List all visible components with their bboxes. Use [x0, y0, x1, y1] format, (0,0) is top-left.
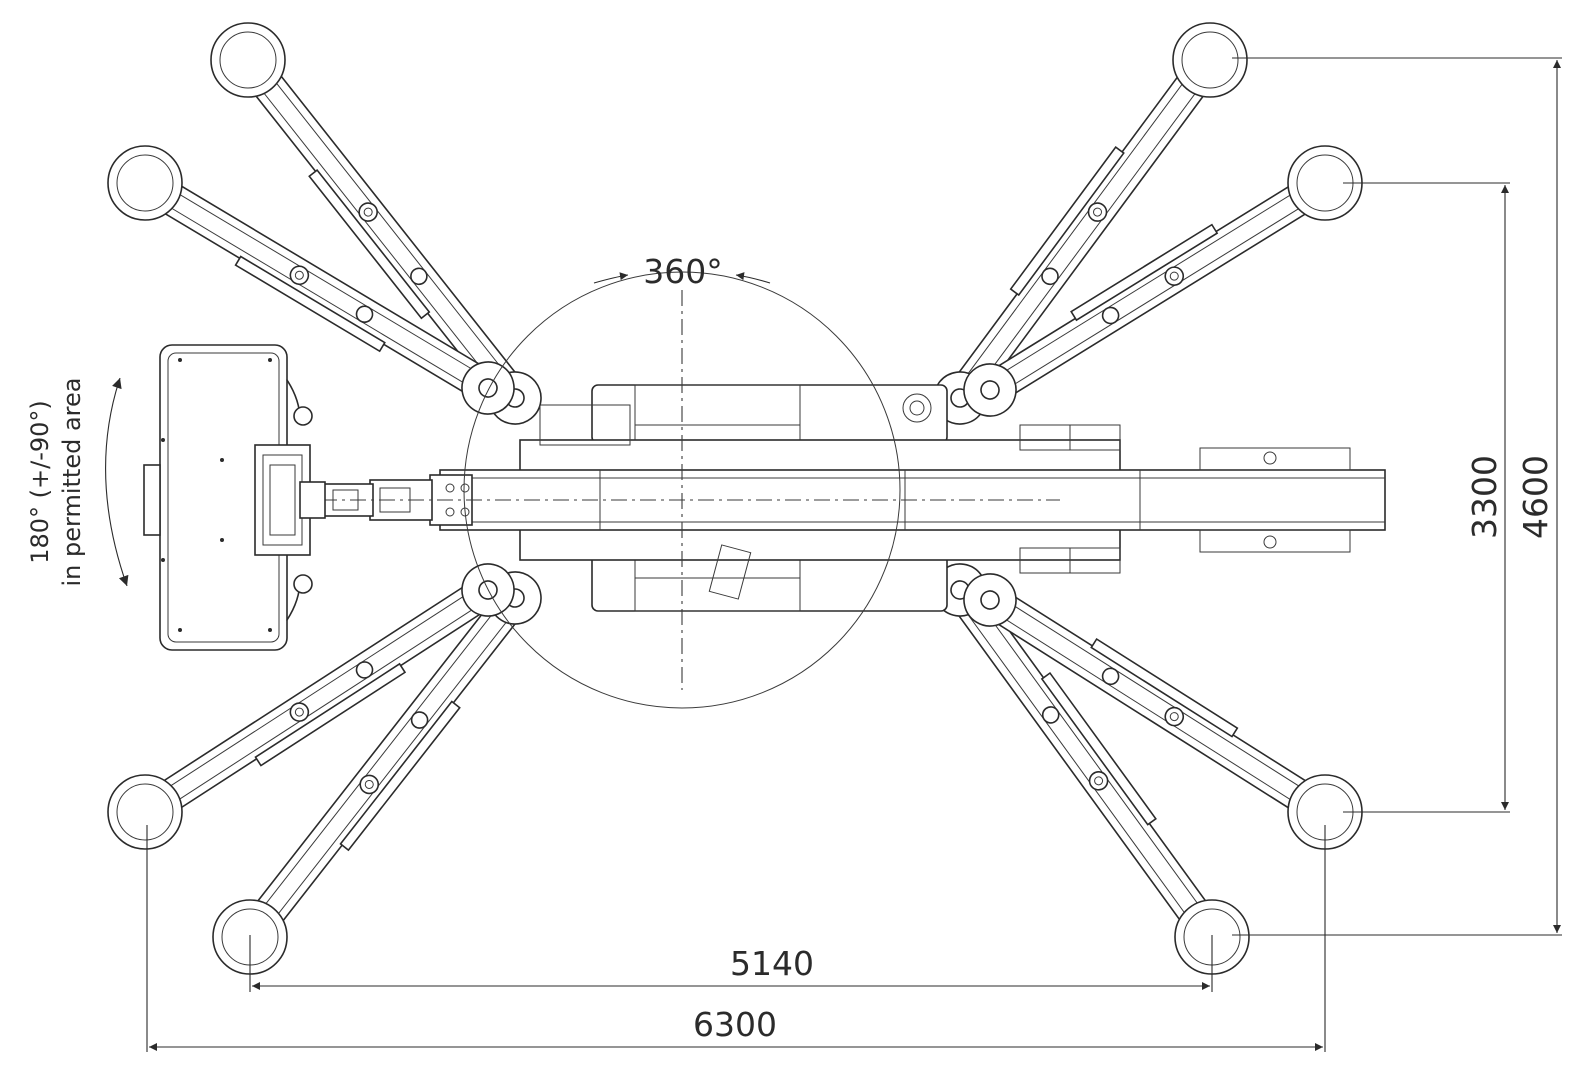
outrigger-front-left-upper — [210, 22, 542, 425]
turret-rotation-label: 360° — [643, 252, 723, 291]
outrigger-front-left-lower-pad — [107, 145, 183, 221]
outrigger-rear-right-down-2 — [963, 573, 1363, 850]
dimension-inner-width: 5140 — [730, 944, 814, 983]
dimension-outer-height: 4600 — [1516, 455, 1555, 539]
turret-rotation-indicator: 360° — [463, 252, 901, 709]
outriggers — [107, 22, 1363, 975]
dimension-inner-height: 3300 — [1465, 455, 1504, 539]
outrigger-front-left-down-1 — [212, 571, 542, 975]
platform-basket — [143, 344, 326, 651]
platform-rotation-label-2: in permitted area — [58, 378, 86, 587]
outrigger-rear-right-upper-pad — [1172, 22, 1248, 98]
svg-text:180° (+/-90°): 180° (+/-90°) — [26, 400, 54, 564]
svg-text:in permitted area: in permitted area — [58, 378, 86, 587]
outrigger-front-left-down-2-pad — [107, 774, 183, 850]
dimension-lines: 5140 6300 3300 4600 — [146, 57, 1562, 1052]
outrigger-rear-right-lower — [963, 145, 1363, 417]
outrigger-front-left-down-2 — [107, 563, 515, 850]
svg-text:4600: 4600 — [1516, 455, 1555, 539]
outrigger-front-left-upper-pad — [210, 22, 286, 98]
dimension-outer-width: 6300 — [693, 1005, 777, 1044]
telescopic-boom — [205, 447, 1386, 553]
outrigger-front-left-lower — [107, 145, 515, 415]
platform-rotation-indicator: 180° (+/-90°) in permitted area — [26, 378, 129, 587]
outrigger-rear-right-upper — [933, 22, 1248, 425]
platform-rotation-label-1: 180° (+/-90°) — [26, 400, 54, 564]
svg-text:3300: 3300 — [1465, 455, 1504, 539]
